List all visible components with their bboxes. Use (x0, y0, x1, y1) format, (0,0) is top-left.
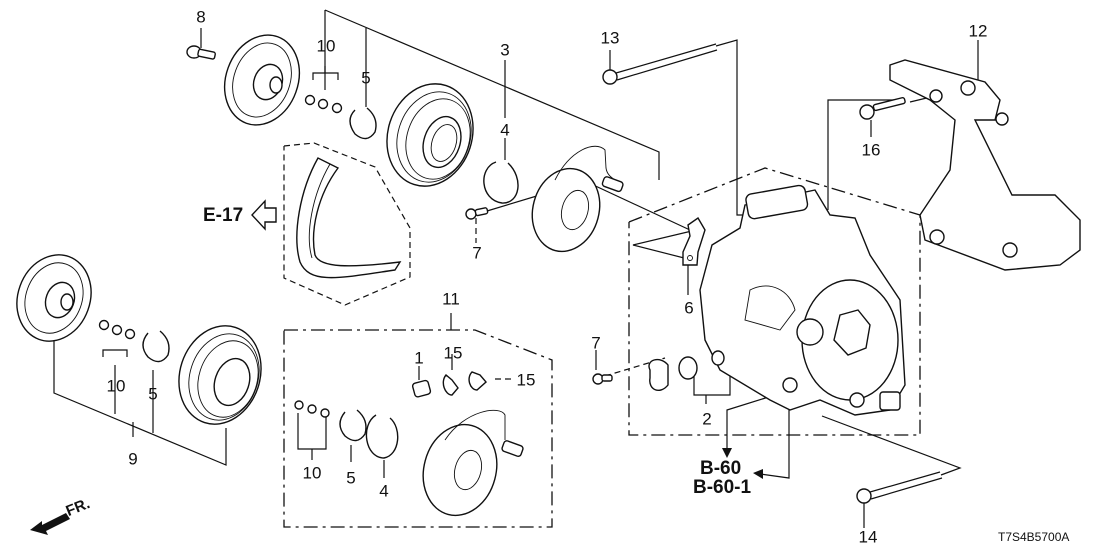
pulley-lower-icon (178, 325, 262, 425)
callout-15: 15 (516, 370, 536, 390)
callout-1: 1 (414, 348, 424, 368)
callout-5: 5 (346, 468, 356, 488)
compressor-bracket-icon (889, 59, 1081, 271)
front-arrow-icon (30, 513, 70, 535)
callout-16: 16 (861, 140, 881, 160)
callout-10: 10 (316, 36, 336, 56)
compressor-assembly-icon (699, 184, 906, 416)
callout-10: 10 (302, 463, 322, 483)
callout-5: 5 (148, 384, 158, 404)
callout-12: 12 (968, 21, 988, 41)
bolt-14-icon (856, 471, 943, 504)
callout-4: 4 (500, 120, 510, 140)
reference-b60[interactable]: B-60 (700, 458, 742, 479)
snap-ring-upper-icon (483, 161, 519, 204)
arrow-left-icon (251, 199, 277, 231)
callout-6: 6 (684, 298, 694, 318)
reference-b60-1[interactable]: B-60-1 (693, 477, 752, 498)
shims-lower-icon (98, 319, 170, 363)
callout-11: 11 (442, 289, 460, 309)
callout-5: 5 (361, 68, 371, 88)
group-boxes (283, 142, 921, 528)
callout-14: 14 (858, 527, 878, 547)
field-coil-kit-icon (422, 409, 524, 517)
callout-3: 3 (500, 40, 510, 60)
callout-7: 7 (472, 243, 482, 263)
pulley-upper-icon (386, 83, 474, 187)
field-coil-upper-icon (531, 145, 624, 253)
callout-13: 13 (600, 28, 620, 48)
callout-9: 9 (128, 449, 138, 469)
thermal-protector-icon (411, 379, 432, 398)
callout-15: 15 (443, 343, 463, 363)
relief-valve-icon (592, 350, 725, 392)
callout-8: 8 (196, 7, 206, 27)
bracket-6-icon (682, 216, 706, 266)
callout-7: 7 (591, 333, 601, 353)
pressure-plate-lower-icon (16, 254, 92, 342)
bolt-13-icon (602, 43, 718, 85)
callout-4: 4 (379, 481, 389, 501)
shims-kit-icon (294, 400, 399, 459)
pressure-plate-upper-icon (223, 34, 301, 126)
drive-belt-icon (296, 157, 402, 279)
clip-15-icon (442, 371, 487, 396)
bolt-8-icon (186, 45, 216, 60)
reference-e17[interactable]: E-17 (203, 205, 244, 226)
diagram-code: T7S4B5700A (998, 530, 1070, 544)
callout-10: 10 (106, 376, 126, 396)
bolt-7-upper-icon (465, 207, 489, 220)
callout-2: 2 (702, 409, 712, 429)
shims-upper-icon (304, 94, 377, 140)
bolt-16-icon (859, 96, 906, 120)
